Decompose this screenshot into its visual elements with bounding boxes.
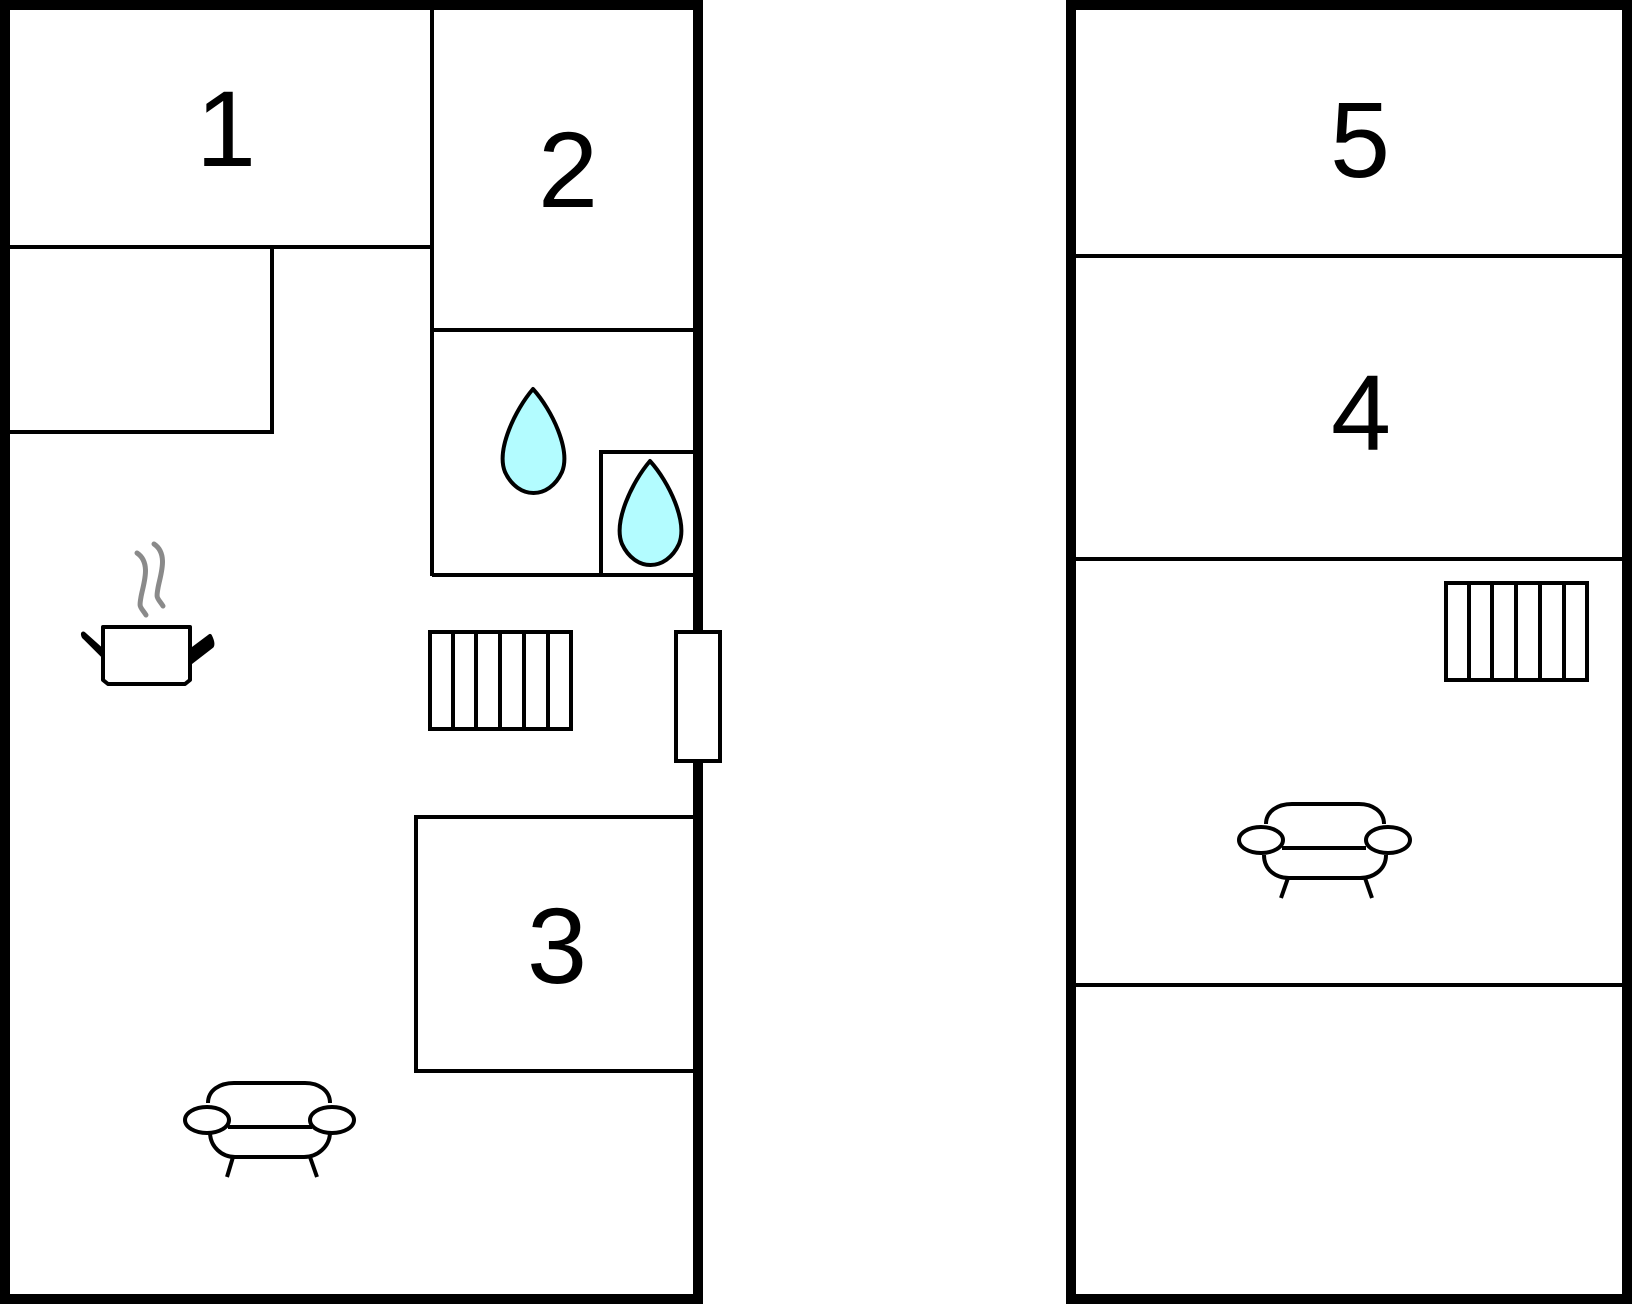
room-number-2: 2 xyxy=(538,109,598,230)
room-number-3: 3 xyxy=(527,885,587,1006)
sofa-icon xyxy=(183,1081,356,1178)
radiator-icon xyxy=(1444,581,1589,682)
cooking-pot-icon xyxy=(80,541,215,686)
wall-room-3 xyxy=(414,815,693,1073)
room-number-5: 5 xyxy=(1330,79,1390,200)
wall-wc xyxy=(599,450,693,575)
water-drop-icon xyxy=(617,459,684,567)
left-building: 1 2 3 xyxy=(0,0,722,1304)
right-building: 5 4 xyxy=(1066,0,1632,1304)
sofa-icon xyxy=(1237,802,1412,899)
room-number-4: 4 xyxy=(1331,352,1391,473)
right-building-outer-wall xyxy=(1066,0,1632,1304)
room-number-1: 1 xyxy=(196,68,256,189)
entrance-door-icon xyxy=(674,630,722,763)
wall-closet xyxy=(10,247,274,434)
water-drop-icon xyxy=(500,387,567,495)
radiator-icon xyxy=(428,630,573,731)
